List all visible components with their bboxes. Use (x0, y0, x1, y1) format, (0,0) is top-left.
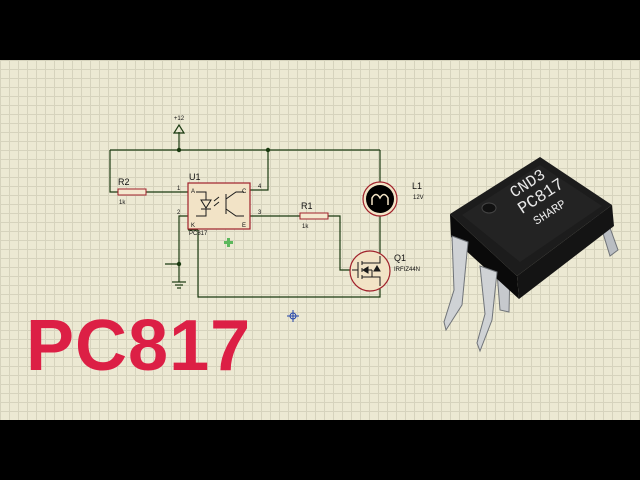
optocoupler-u1[interactable]: U1 PC817 A K C E 1 2 3 4 (177, 172, 262, 237)
resistor-r1[interactable]: R1 1k (299, 201, 329, 230)
mosfet-q1[interactable]: Q1 IRFIZ44N (349, 250, 420, 292)
l1-value: 12V (413, 195, 424, 201)
r2-ref: R2 (118, 177, 130, 187)
junction-dots (176, 147, 271, 267)
q1-ref: Q1 (394, 253, 406, 263)
schematic-diagram: +12 R2 1k R1 (109, 116, 619, 353)
u1-pin3: 3 (258, 210, 262, 216)
supply-terminal[interactable]: +12 (172, 116, 186, 134)
u1-pin2: 2 (177, 210, 181, 216)
u1-part: PC817 (189, 231, 208, 237)
resistor-r2[interactable]: R2 1k (117, 177, 147, 206)
video-title: PC817 (26, 306, 252, 386)
u1-ref: U1 (189, 172, 201, 182)
u1-pin-c: C (242, 189, 247, 195)
l1-ref: L1 (412, 181, 422, 191)
u1-pin-a: A (191, 189, 195, 195)
r1-value: 1k (302, 224, 309, 230)
wires (109, 132, 381, 298)
lamp-l1[interactable]: L1 12V (362, 181, 424, 217)
u1-pin1: 1 (177, 186, 181, 192)
u1-pin-e: E (242, 223, 246, 229)
origin-marker-icon (287, 310, 299, 322)
ground-symbol[interactable] (172, 281, 186, 289)
u1-pin-k: K (191, 223, 195, 229)
r2-value: 1k (119, 200, 126, 206)
pc817-chip-photo: CND3 PC817 SHARP (443, 157, 619, 353)
schematic-canvas[interactable]: +12 R2 1k R1 (0, 60, 640, 420)
q1-part: IRFIZ44N (394, 267, 420, 273)
r1-ref: R1 (301, 201, 313, 211)
u1-pin4: 4 (258, 184, 262, 190)
supply-label: +12 (174, 116, 185, 122)
move-cursor-icon (224, 238, 233, 247)
led-symbol (196, 191, 244, 217)
